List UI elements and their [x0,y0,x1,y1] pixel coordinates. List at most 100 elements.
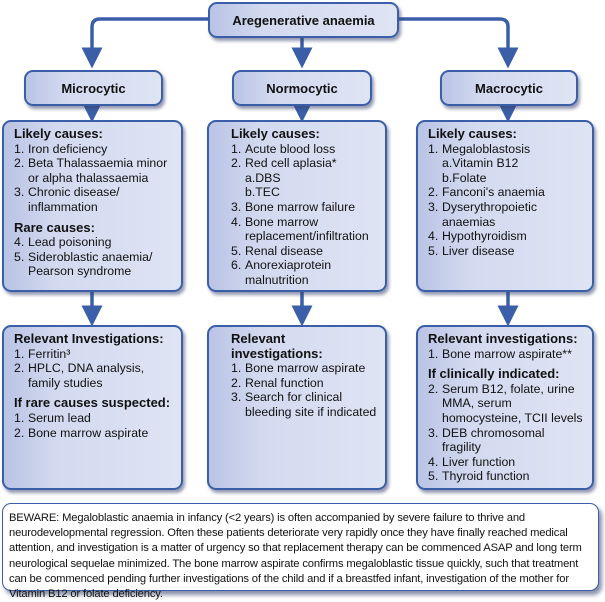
normocytic-investigations-content: Relevant investigations:1.Bone marrow as… [209,327,385,424]
list-item: 4.Hypothyroidism [428,229,584,244]
section-heading: Rare causes: [14,219,95,235]
list-item: 2.Beta Thalassaemia minor or alpha thala… [14,156,173,185]
list-item: 1.Acute blood loss [231,142,377,157]
macrocytic-investigations-box: Relevant investigations:1.Bone marrow as… [416,325,594,490]
list-item: 1.Bone marrow aspirate [231,361,377,376]
item-number: 2. [231,375,242,390]
item-text: DEB chromosomal fragility [442,425,545,455]
list-item: 4.Lead poisoning [14,235,173,250]
normocytic-node: Normocytic [232,70,372,106]
section-heading: If rare causes suspected: [14,395,171,411]
item-number: 2. [14,361,25,376]
item-number: 1. [14,346,25,361]
list-item: 4.Bone marrow replacement/infiltration [231,215,377,244]
item-text: Thyroid function [442,469,530,484]
item-text: Anorexiaprotein malnutrition [245,258,332,287]
list-item: 3.Dyserythropoietic anaemias [428,200,584,229]
list-item: 2.HPLC, DNA analysis, family studies [14,361,173,390]
item-number: 1. [231,361,242,376]
item-number: 4. [231,214,242,229]
list-item: 5.Renal disease [231,244,377,259]
list-item: 2.Fanconi's anaemia [428,185,584,200]
item-text: Hypothyroidism [442,229,527,244]
macrocytic-investigations-content: Relevant investigations:1.Bone marrow as… [418,327,592,488]
item-text: Renal disease [245,243,323,258]
list-item: 2.Red cell aplasia* [231,156,377,171]
arrow-root-to-macrocytic [398,17,519,69]
item-number: 4. [14,235,25,250]
item-number: 2. [428,381,439,396]
normocytic-label: Normocytic [266,80,338,96]
item-text: Liver disease [442,243,515,258]
item-number: 4. [428,229,439,244]
item-text: Bone marrow aspirate** [442,346,572,361]
sub-item: a.DBS [245,170,281,185]
root-node: Aregenerative anaemia [208,2,399,38]
item-number: 3. [14,185,25,200]
item-number: 2. [14,156,25,171]
item-number: 3. [428,199,439,214]
item-text: Bone marrow failure [245,199,356,214]
item-text: Beta Thalassaemia minor or alpha thalass… [28,156,168,185]
root-label: Aregenerative anaemia [232,12,375,28]
section-heading: Likely causes: [428,126,517,141]
list-item: 5.Thyroid function [428,469,584,484]
item-text: Sideroblastic anaemia/ Pearson syndrome [28,249,153,279]
arrow-root-to-microcytic [81,17,208,69]
item-text: Chronic disease/ inflammation [28,185,120,214]
item-text: Acute blood loss [245,141,336,156]
macrocytic-node: Macrocytic [440,70,578,106]
section-heading: Relevant investigations: [428,331,578,346]
item-number: 5. [428,243,439,258]
normocytic-investigations-box: Relevant investigations:1.Bone marrow as… [207,325,387,490]
item-text: Serum lead [28,410,91,425]
item-number: 5. [428,469,439,484]
section-heading: Relevant Investigations: [14,331,164,346]
item-text: HPLC, DNA analysis, family studies [28,361,145,390]
list-item: 3.Search for clinical bleeding site if i… [231,390,377,419]
item-number: 1. [428,141,439,156]
list-item: 4.Liver function [428,455,584,470]
item-text: Dyserythropoietic anaemias [442,199,537,229]
microcytic-label: Microcytic [61,80,126,96]
sub-item: a.Vitamin B12 [442,156,519,171]
beware-note: BEWARE: Megaloblastic anaemia in infancy… [2,503,599,600]
item-text: Liver function [442,454,516,469]
item-number: 1. [428,346,439,361]
section-heading: Likely causes: [231,126,320,141]
item-text: Red cell aplasia* [245,156,337,171]
list-item: 1.Iron deficiency [14,142,173,157]
item-number: 3. [231,390,242,405]
item-text: Bone marrow replacement/infiltration [245,214,369,244]
section-heading: If clinically indicated: [428,366,560,382]
list-item: 1.Ferritin³ [14,347,173,362]
list-item: 2.Bone marrow aspirate [14,426,173,441]
list-item: 1.Serum lead [14,411,173,426]
item-number: 1. [14,141,25,156]
item-text: Fanconi's anaemia [442,185,545,200]
item-number: 2. [14,425,25,440]
item-number: 3. [231,199,242,214]
list-item: 2.Serum B12, folate, urine MMA, serum ho… [428,382,584,426]
list-item: 6.Anorexiaprotein malnutrition [231,258,377,287]
beware-text: BEWARE: Megaloblastic anaemia in infancy… [9,512,582,601]
list-item: 5.Liver disease [428,244,584,259]
item-number: 4. [428,454,439,469]
item-text: Megaloblastosis [442,141,531,156]
section-heading: Relevant investigations: [231,331,323,361]
item-text: Serum B12, folate, urine MMA, serum homo… [442,381,583,425]
item-text: Search for clinical bleeding site if ind… [245,390,377,419]
list-item: 1.Megaloblastosis [428,142,584,157]
sub-item: b.Folate [442,170,487,185]
item-number: 1. [14,410,25,425]
list-item: 3.DEB chromosomal fragility [428,426,584,455]
